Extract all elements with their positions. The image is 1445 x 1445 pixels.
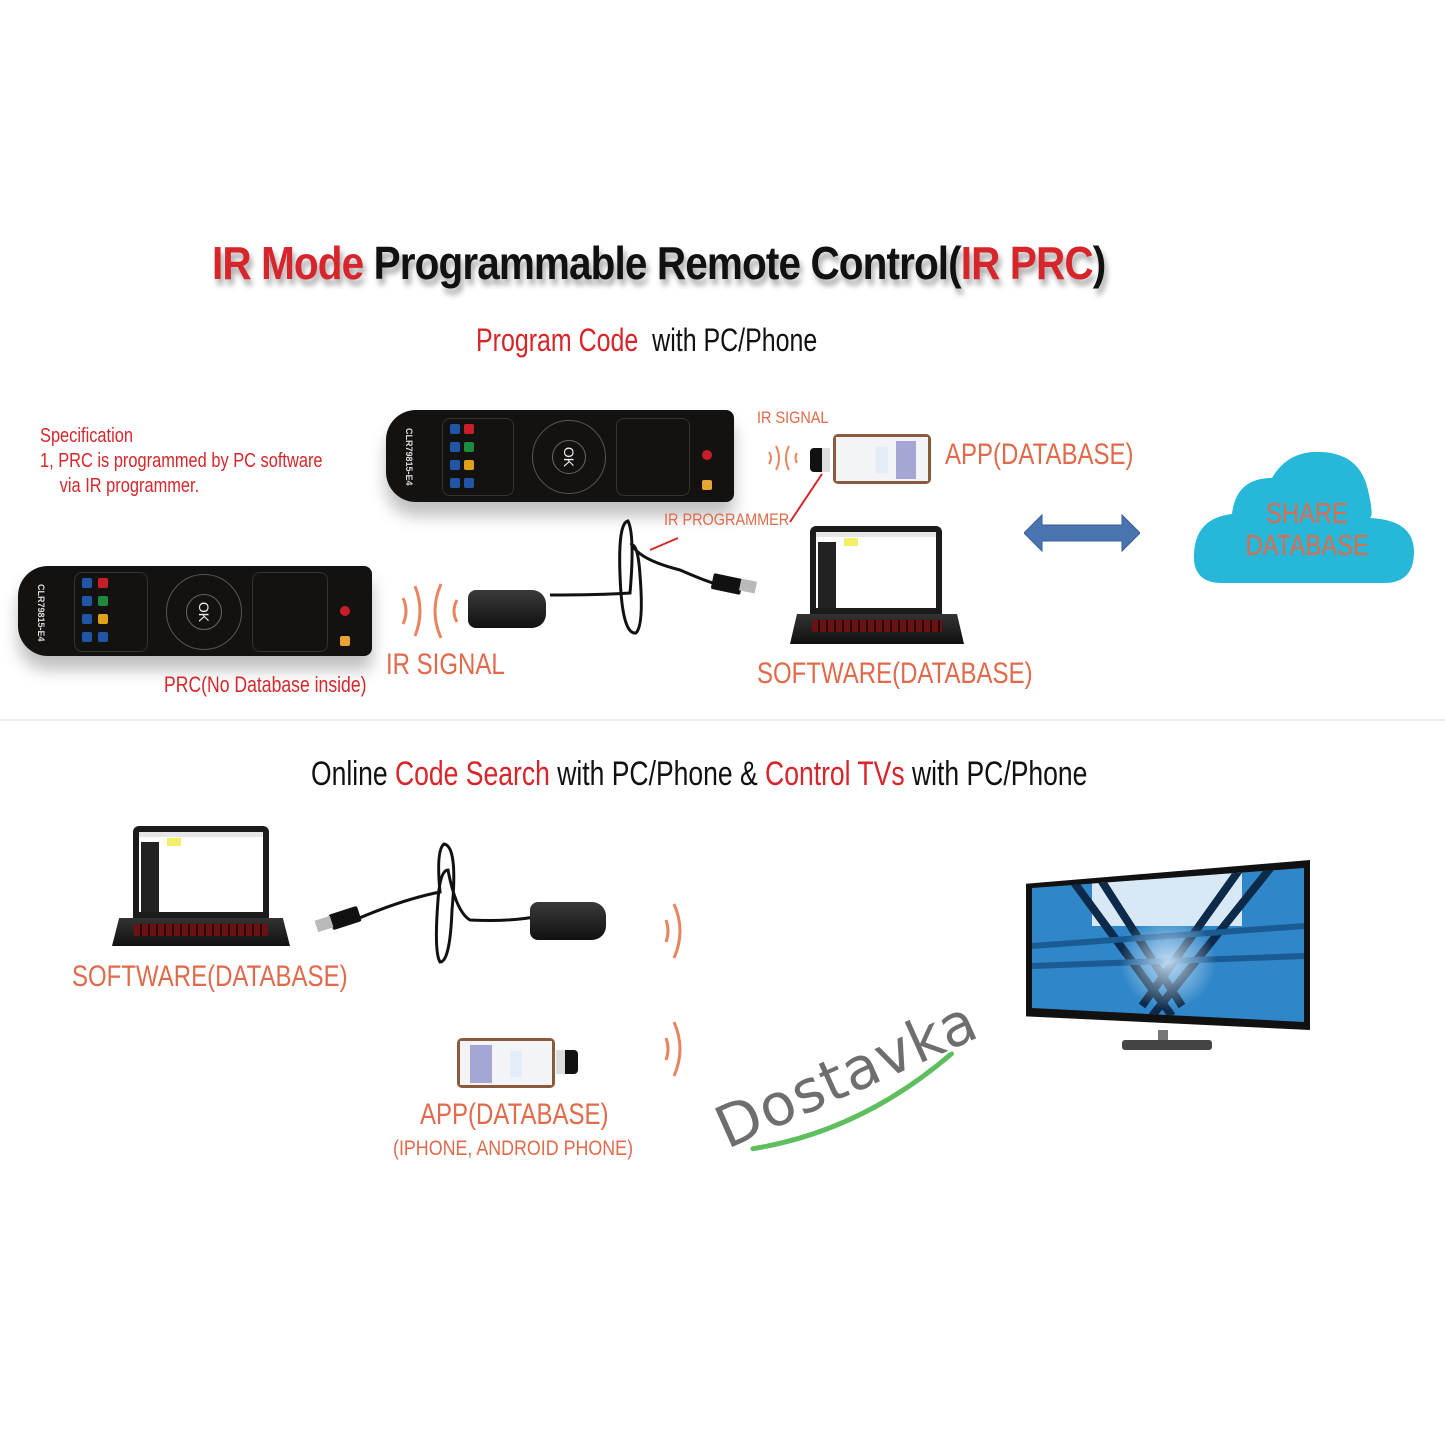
ir-programmer-pointer-lines [649, 473, 823, 551]
smartphone-icon-2 [457, 1038, 555, 1088]
blue-button-5 [82, 614, 92, 624]
blue-button-3 [464, 478, 474, 488]
heading-online: Online [311, 755, 396, 793]
heading-with-pc-phone: with PC/Phone [638, 322, 818, 358]
tv-stand-base [1122, 1040, 1212, 1050]
remote-button-panel-2 [74, 572, 148, 652]
aux-button [450, 478, 460, 488]
orange-button-2 [340, 636, 350, 646]
blue-button-6 [98, 632, 108, 642]
prc-no-database-label: PRC(No Database inside) [164, 672, 367, 697]
laptop-software-screen [816, 532, 936, 608]
usb-ir-programmer-cable [549, 519, 721, 635]
specification-line1: 1, PRC is programmed by PC software [40, 450, 323, 472]
green-button-2 [98, 596, 108, 606]
heading-with-pc-phone-2: with PC/Phone [904, 755, 1088, 793]
laptop-software-screen-2 [139, 832, 263, 912]
heading-code-search: Code Search [395, 755, 550, 793]
heading-control-tvs: Control TVs [765, 755, 905, 793]
television-icon [1026, 860, 1310, 1060]
ir-signal-waves-icon [768, 445, 798, 471]
app-database-label: APP(DATABASE) [945, 438, 1134, 471]
ir-signal-label-small: IR SIGNAL [757, 408, 829, 427]
tv-button-2 [82, 578, 92, 588]
app-database-label-2: APP(DATABASE) [420, 1098, 609, 1131]
specification-label: Specification [40, 425, 133, 447]
title-ir-prc: IR PRC [960, 237, 1094, 289]
title-ir-mode: IR Mode [212, 237, 364, 289]
remote-model-label: CLR79815-E4 [404, 428, 414, 486]
software-database-label: SOFTWARE(DATABASE) [757, 657, 1033, 690]
blue-button-4 [82, 596, 92, 606]
remote-button-panel [442, 418, 514, 496]
remote-model-label-2: CLR79815-E4 [36, 584, 46, 642]
dpad [532, 420, 606, 494]
cloud-label: SHARE DATABASE [1232, 498, 1382, 562]
title-main: Programmable Remote Control( [363, 237, 962, 289]
power-button-2 [340, 606, 350, 616]
tv-stand-neck [1158, 1030, 1168, 1042]
usb-ir-programmer-cable-2 [349, 842, 541, 964]
yellow-button-2 [98, 614, 108, 624]
green-button [464, 442, 474, 452]
phone-ir-dongle-2 [556, 1050, 578, 1074]
title-close: ) [1092, 237, 1107, 289]
phone-ir-dongle [810, 448, 830, 472]
ir-programmer-dongle [468, 590, 546, 628]
yellow-button [464, 460, 474, 470]
bidirectional-arrow-icon [1024, 513, 1140, 553]
section-divider [0, 719, 1445, 721]
ok-button-2: OK [186, 594, 222, 630]
power-button [702, 450, 712, 460]
watermark: Dostavka [705, 986, 988, 1162]
page-title: IR Mode Programmable Remote Control(IR P… [212, 236, 1107, 290]
ir-programmer-dongle-2 [530, 902, 606, 940]
section2-heading: Online Code Search with PC/Phone & Contr… [311, 755, 1087, 794]
orange-button [702, 480, 712, 490]
laptop-icon-2 [133, 826, 269, 918]
specification-block: Specification 1, PRC is programmed by PC… [40, 424, 323, 499]
remote-control-top: CLR79815-E4 OK [386, 410, 734, 502]
heading-with-pc-phone-and: with PC/Phone & [549, 755, 766, 793]
usb-plug-tip-2 [314, 915, 334, 933]
specification-line2: via IR programmer. [59, 475, 200, 497]
ok-button: OK [552, 440, 586, 474]
laptop-icon [810, 526, 942, 614]
cloud-label-line2: DATABASE [1245, 530, 1369, 562]
ir-signal-waves-large-icon [401, 583, 459, 639]
ir-signal-label-large: IR SIGNAL [386, 648, 505, 681]
dpad-2 [166, 574, 242, 650]
tv-screen [1032, 868, 1304, 1022]
section1-heading: Program Code with PC/Phone [476, 322, 817, 359]
laptop-base [790, 614, 964, 644]
tv-button [450, 424, 460, 434]
watermark-swoosh-icon [750, 1051, 954, 1152]
ir-signal-waves-icon-3 [664, 1021, 682, 1077]
laptop-base-2 [112, 918, 290, 946]
smartphone-icon [833, 434, 931, 484]
remote-number-panel-2 [252, 572, 328, 652]
blue-button-2 [450, 460, 460, 470]
cloud-icon [1193, 451, 1414, 583]
software-database-label-2: SOFTWARE(DATABASE) [72, 960, 348, 993]
app-platforms-label: (IPHONE, ANDROID PHONE) [393, 1137, 634, 1160]
remote-control-prc: CLR79815-E4 OK [18, 566, 372, 656]
remote-number-panel [616, 418, 690, 496]
blue-button [450, 442, 460, 452]
cloud-label-line1: SHARE [1266, 498, 1348, 530]
record-button [464, 424, 474, 434]
heading-program-code: Program Code [476, 322, 639, 358]
ir-programmer-label: IR PROGRAMMER [664, 510, 790, 529]
record-button-2 [98, 578, 108, 588]
aux-button-2 [82, 632, 92, 642]
ir-signal-waves-icon-2 [664, 903, 682, 959]
